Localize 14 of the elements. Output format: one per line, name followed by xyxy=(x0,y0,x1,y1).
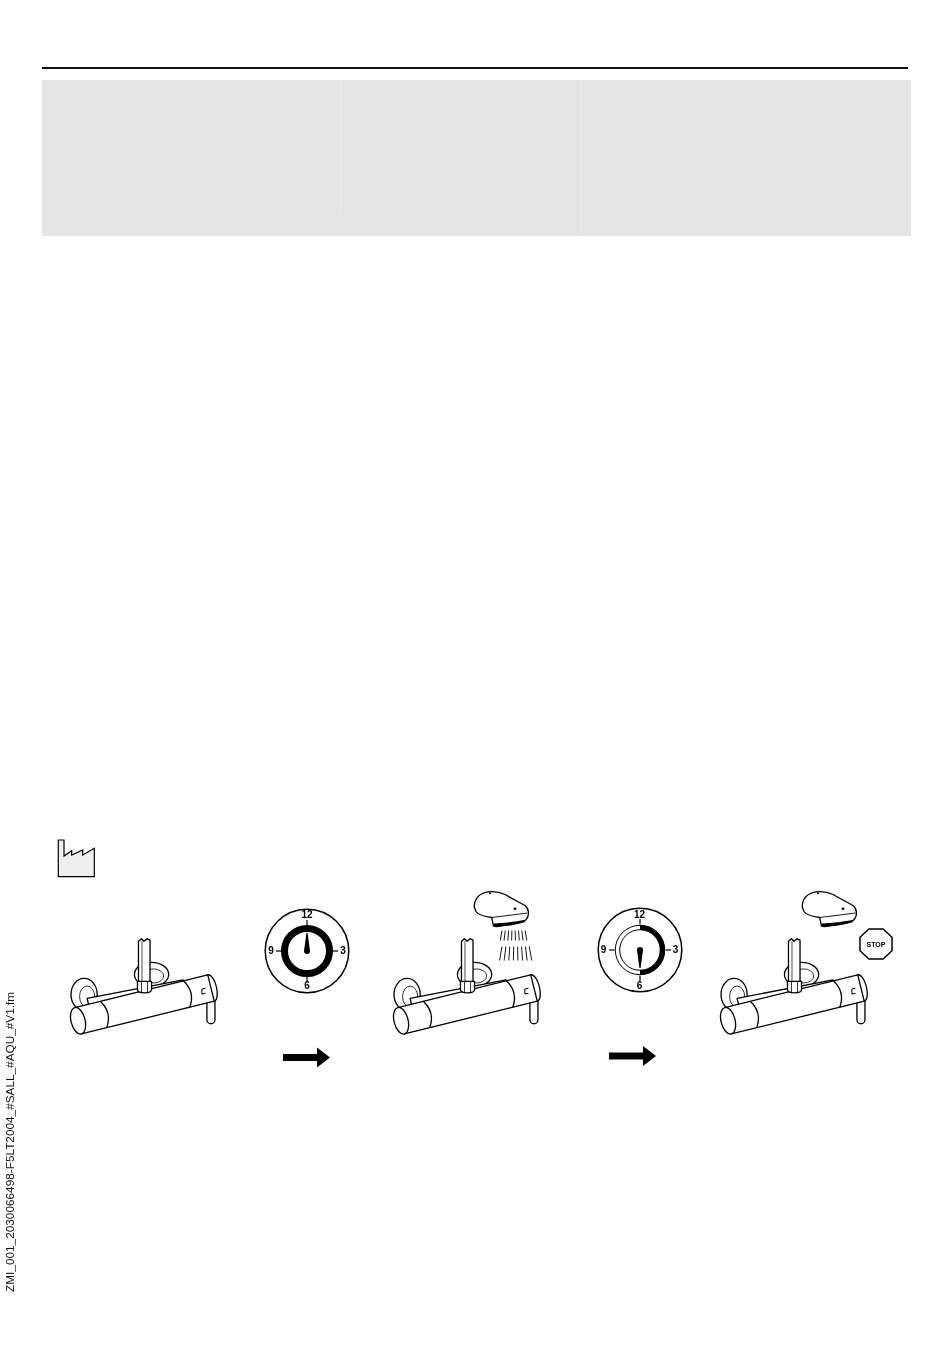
dial-number: 9 xyxy=(600,945,607,955)
dial-number: 12 xyxy=(301,910,313,920)
timer-dial xyxy=(263,906,351,995)
timer-dial xyxy=(595,906,684,994)
stop-sign xyxy=(859,928,893,960)
dial-number: 6 xyxy=(304,981,310,991)
dial-number: 3 xyxy=(340,945,346,956)
shower-mixer-drawing xyxy=(391,937,543,1036)
shower-mixer-drawing xyxy=(68,937,220,1036)
dial-number: 9 xyxy=(268,945,274,956)
file-name-text: ZMI_001_2030066498-F5LT2004_#SALL_#AQU_#V1.fm xyxy=(5,991,18,1293)
dial-number: 12 xyxy=(633,909,646,920)
dial-number: 6 xyxy=(636,980,643,991)
dial-number: 3 xyxy=(672,945,679,955)
